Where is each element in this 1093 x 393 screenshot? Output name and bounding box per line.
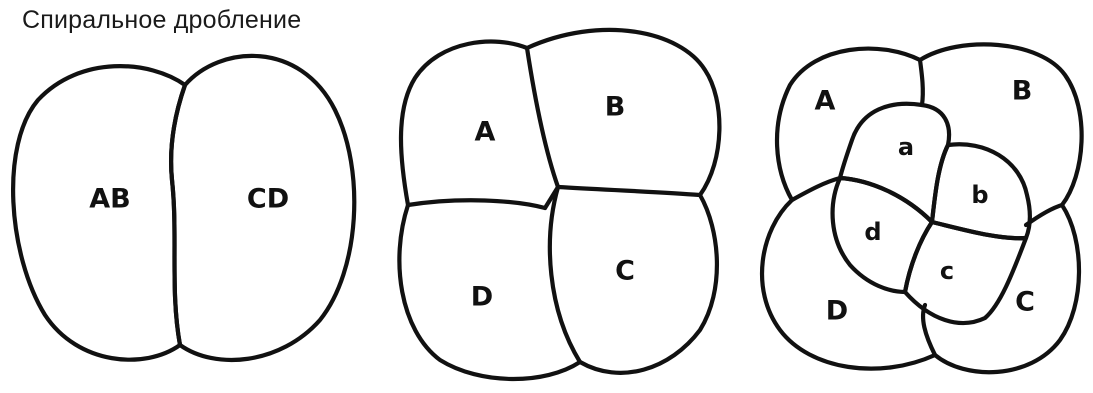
micromere-d-outline — [833, 178, 932, 292]
cell-label-b: B — [605, 92, 626, 123]
macromere-label-a: A — [815, 86, 836, 117]
cell-label-d: D — [471, 282, 493, 313]
stage-four-cell: A B C D — [399, 30, 719, 379]
macromere-label-d: D — [826, 296, 848, 327]
cell-label-cd: CD — [247, 184, 289, 215]
cell-label-c: C — [615, 256, 635, 287]
micromere-label-a: a — [898, 133, 914, 161]
four-cell-divider-lower — [550, 187, 580, 362]
stage-eight-cell: A B C D a b c d — [762, 44, 1082, 372]
micromere-c-outline — [905, 222, 1026, 323]
eight-cell-boundary-ab — [920, 60, 923, 105]
four-cell-outer-outline — [399, 30, 719, 379]
stage-two-cell: AB CD — [13, 56, 354, 360]
macromere-label-b: B — [1012, 76, 1033, 107]
cell-label-a: A — [475, 117, 496, 148]
cell-label-ab: AB — [89, 184, 130, 215]
macromere-label-c: C — [1015, 287, 1035, 318]
four-cell-divider-right — [558, 187, 700, 195]
micromere-label-c: c — [940, 257, 954, 285]
micromere-label-d: d — [864, 218, 881, 246]
four-cell-divider-left — [408, 200, 545, 208]
micromere-label-b: b — [971, 181, 988, 209]
four-cell-divider-upper — [527, 48, 558, 187]
